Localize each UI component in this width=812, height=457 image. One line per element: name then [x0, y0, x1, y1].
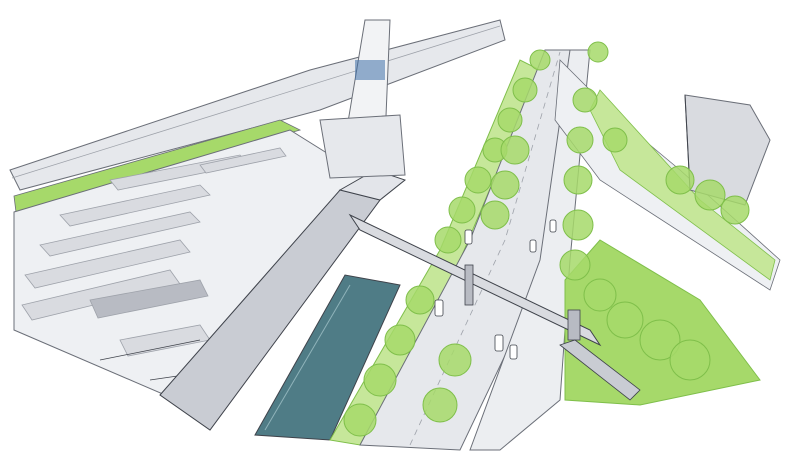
tree-icon — [363, 363, 397, 397]
car-icon — [529, 239, 537, 253]
water-canal — [254, 274, 401, 441]
tree-icon — [529, 49, 551, 71]
car-icon — [509, 344, 518, 360]
tree-icon — [490, 170, 520, 200]
tree-icon — [720, 195, 750, 225]
tree-icon — [384, 324, 416, 356]
tree-icon — [343, 403, 377, 437]
tree-icon — [606, 301, 644, 339]
tree-icon — [497, 107, 523, 133]
tree-icon — [480, 200, 510, 230]
tree-icon — [500, 135, 530, 165]
tree-icon — [559, 249, 591, 281]
tree-icon — [448, 196, 476, 224]
tree-icon — [405, 285, 435, 315]
tree-icon — [438, 343, 472, 377]
tree-icon — [562, 209, 594, 241]
tree-icon — [669, 339, 711, 381]
car-icon — [494, 334, 504, 352]
car-icon — [549, 219, 557, 233]
tree-icon — [512, 77, 538, 103]
trees — [343, 41, 750, 437]
tree-icon — [572, 87, 598, 113]
tree-icon — [694, 179, 726, 211]
car-icon — [434, 299, 444, 317]
tree-icon — [422, 387, 458, 423]
tree-icon — [434, 226, 462, 254]
tree-icon — [464, 166, 492, 194]
tree-icon — [602, 127, 628, 153]
tower-icon — [319, 19, 406, 179]
tree-icon — [583, 278, 617, 312]
tree-icon — [563, 165, 593, 195]
car-icon — [464, 229, 473, 245]
cars — [434, 219, 557, 360]
tree-icon — [587, 41, 609, 63]
bridge-icon — [348, 213, 641, 401]
tree-icon — [566, 126, 594, 154]
tree-icon — [639, 319, 681, 361]
tree-icon — [665, 165, 695, 195]
